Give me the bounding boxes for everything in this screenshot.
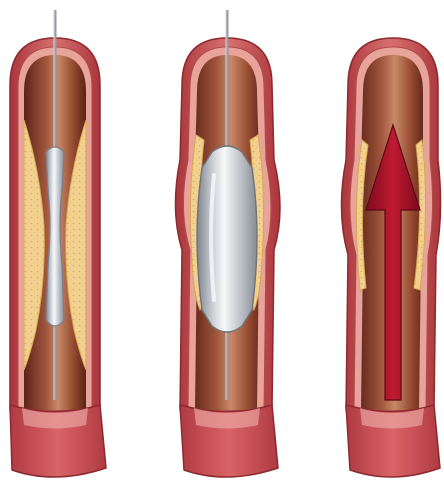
panel-restored-flow [341,38,440,477]
panel-inflated-balloon [175,10,280,477]
inflated-balloon-icon [197,146,257,332]
panel-deflated-balloon [10,10,106,477]
